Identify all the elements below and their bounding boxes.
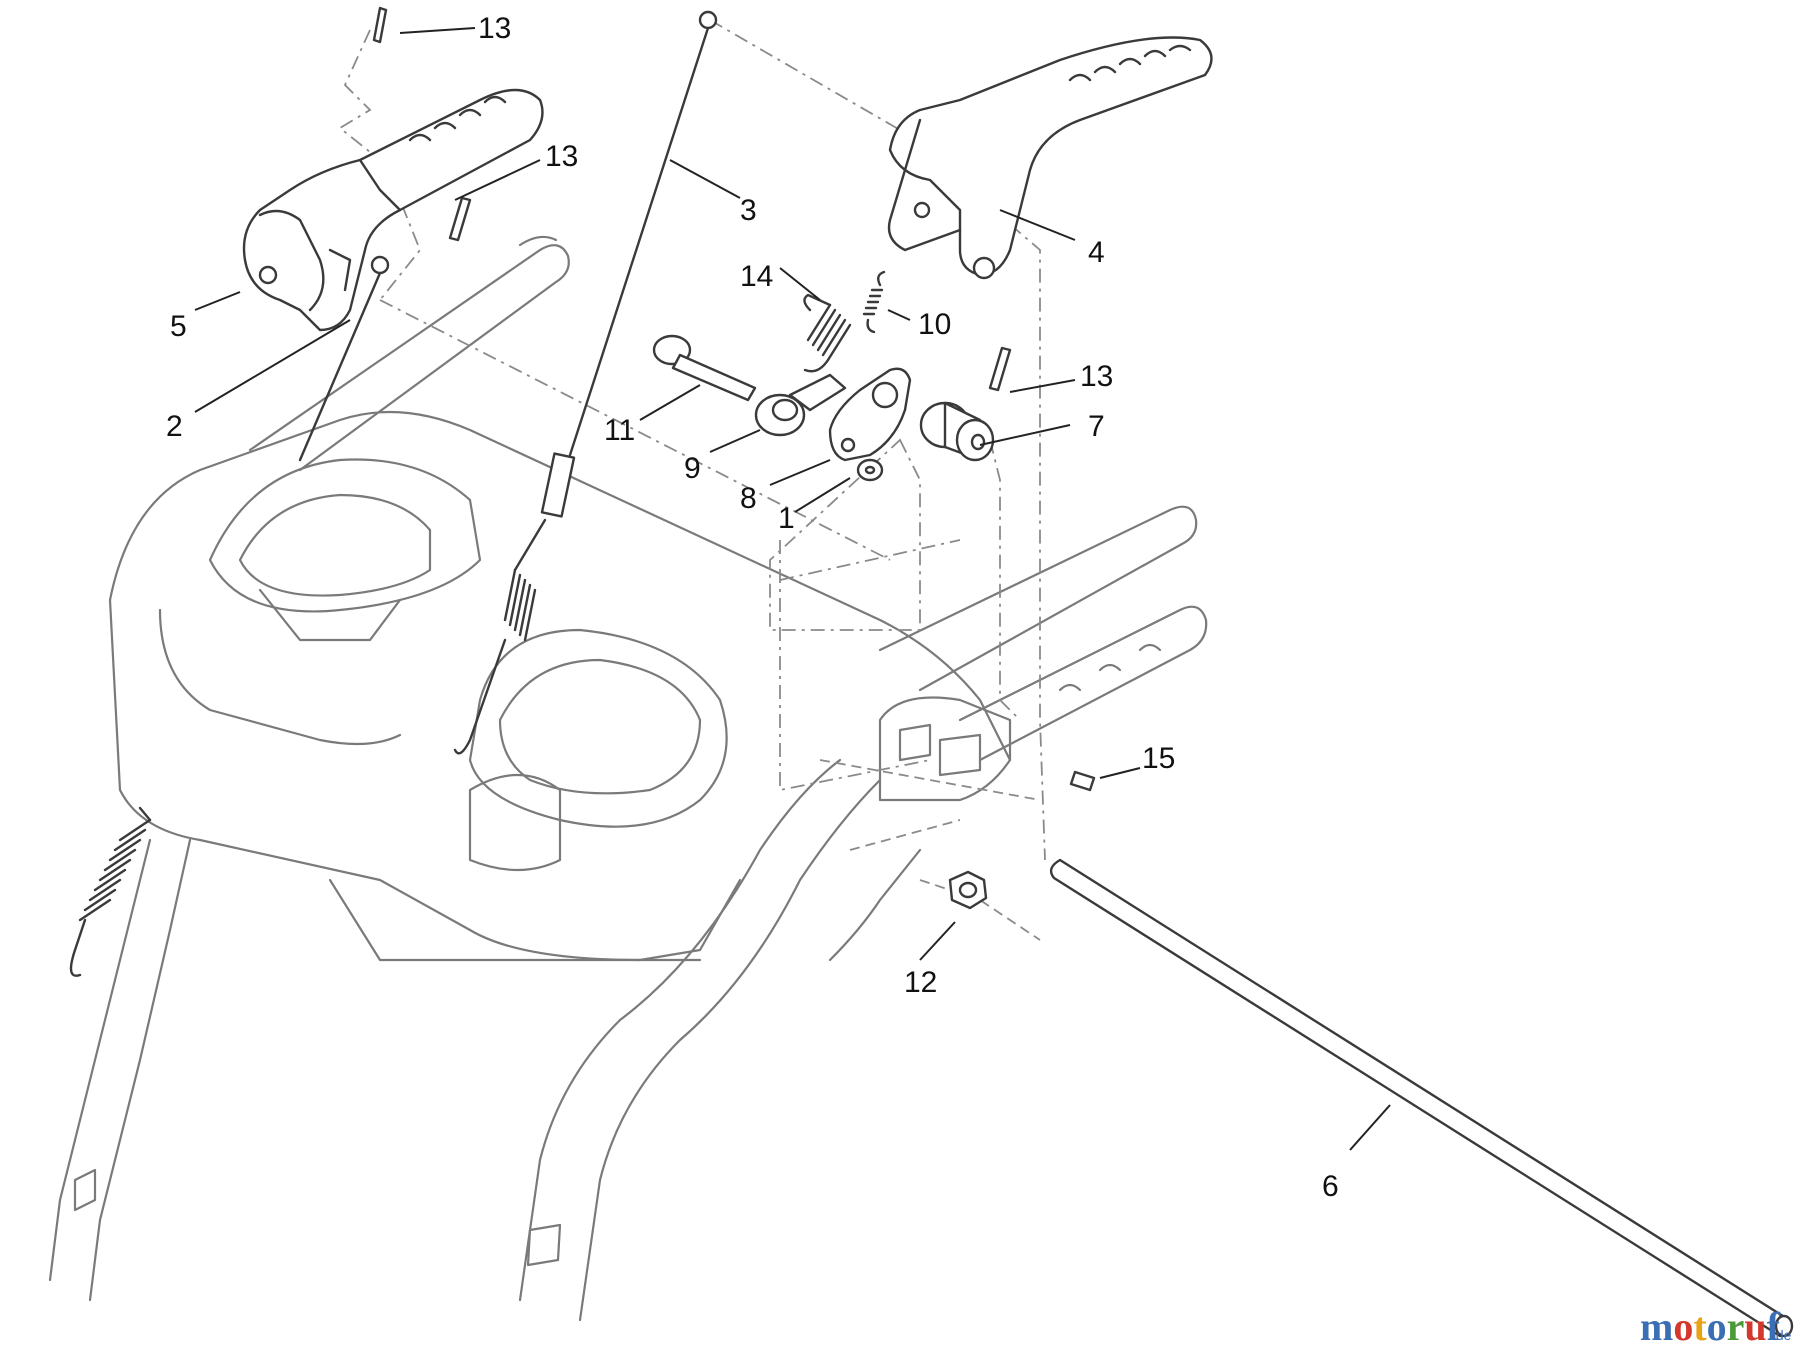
part-13-pin-right — [988, 346, 1012, 392]
svg-text:motoruf: motoruf — [1640, 1304, 1781, 1349]
callout-13-middle: 13 — [545, 140, 578, 173]
callout-13-top: 13 — [478, 12, 511, 45]
part-13-pin-top — [372, 6, 388, 44]
wm-letter: o — [1707, 1304, 1727, 1349]
frame-spring — [69, 806, 152, 977]
part-5-handle — [242, 88, 544, 332]
watermark-logo: motoruf .de — [1640, 1304, 1792, 1349]
part-9-bushing — [754, 373, 847, 437]
leader-lines — [194, 27, 1391, 1151]
wm-letter: u — [1744, 1304, 1766, 1349]
part-10-spring — [862, 270, 886, 334]
callout-10: 10 — [918, 308, 951, 341]
callout-7: 7 — [1088, 410, 1105, 443]
callout-1: 1 — [778, 502, 795, 535]
part-2-cable — [298, 255, 390, 462]
part-7-spacer — [919, 401, 995, 462]
callout-12: 12 — [904, 966, 937, 999]
callout-3: 3 — [740, 194, 757, 227]
wm-letter: o — [1673, 1304, 1693, 1349]
part-12-nut — [948, 870, 988, 910]
callout-2: 2 — [166, 410, 183, 443]
part-11-bolt — [652, 334, 757, 402]
part-3-cable — [453, 10, 718, 755]
part-4-handle — [887, 36, 1213, 280]
wm-letter: f — [1767, 1304, 1781, 1349]
callout-9: 9 — [684, 452, 701, 485]
callout-6: 6 — [1322, 1170, 1339, 1203]
callout-4: 4 — [1088, 236, 1105, 269]
part-6-rod — [1049, 858, 1794, 1338]
callout-14: 14 — [740, 260, 773, 293]
callout-15: 15 — [1142, 742, 1175, 775]
part-1-washer — [856, 458, 884, 482]
part-15-pin — [1069, 770, 1096, 792]
callout-5: 5 — [170, 310, 187, 343]
wm-letter: t — [1693, 1304, 1707, 1349]
wm-letter: m — [1640, 1304, 1673, 1349]
part-14-spring — [803, 293, 852, 373]
callout-13-right: 13 — [1080, 360, 1113, 393]
callout-8: 8 — [740, 482, 757, 515]
wm-letter: r — [1727, 1304, 1745, 1349]
callout-11: 11 — [604, 414, 635, 447]
part-13-pin-middle — [448, 196, 472, 242]
wm-suffix: .de — [1772, 1327, 1792, 1343]
handle-frame — [48, 235, 1208, 1322]
part-8-plate — [828, 367, 912, 462]
callout-labels: 13 13 5 2 3 14 10 4 11 13 7 9 8 1 15 12 … — [166, 12, 1339, 1203]
